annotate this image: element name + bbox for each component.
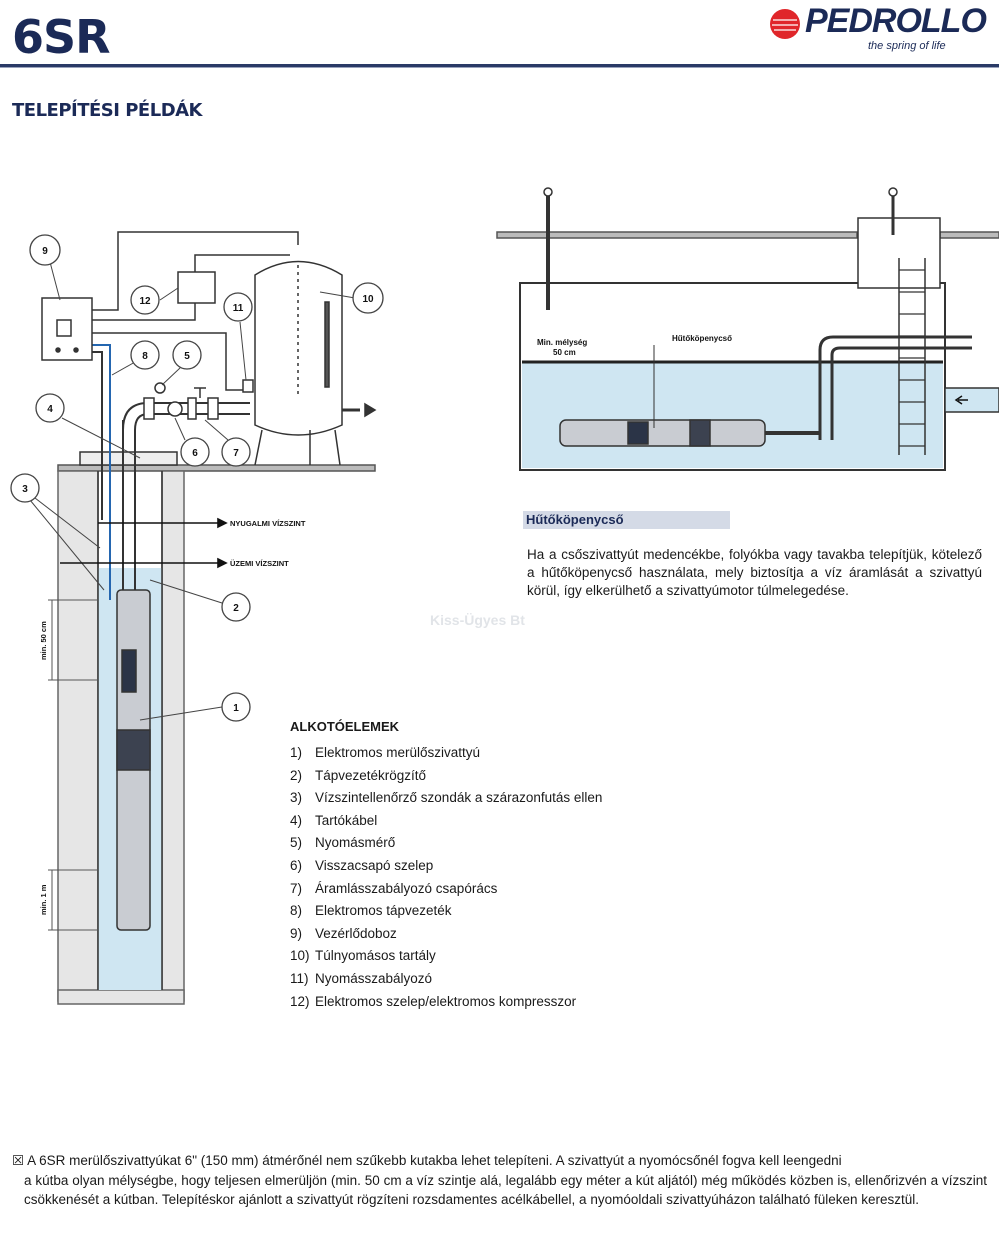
- item-label: Nyomásmérő: [315, 835, 396, 851]
- min-depth-label-1: Min. mélység: [537, 338, 587, 347]
- pedrollo-logo: [770, 9, 800, 39]
- callout-11: 11: [233, 303, 244, 314]
- item-number: 1): [290, 745, 303, 760]
- watermark: Kiss-Ügyes Bt: [430, 612, 525, 628]
- item-number: 2): [290, 767, 303, 783]
- list-item: 10) Túlnyomásos tartály: [290, 945, 602, 968]
- item-label: Vízszintellenőrző szondák a szárazonfutá…: [315, 790, 603, 806]
- item-number: 10): [290, 948, 310, 964]
- list-item: 6) Visszacsapó szelep: [290, 855, 602, 878]
- item-label: Tápvezetékrögzítő: [315, 767, 427, 783]
- item-number: 4): [290, 812, 303, 828]
- note-line-1: A 6SR merülőszivattyúkat 6" (150 mm) átm…: [27, 1153, 842, 1168]
- section-title: TELEPÍTÉSI PÉLDÁK: [12, 100, 203, 121]
- item-label: Elektromos tápvezeték: [315, 903, 452, 919]
- checkbox-bullet-icon: ☒: [12, 1153, 25, 1168]
- item-number: 5): [290, 835, 303, 851]
- parts-heading: ALKOTÓELEMEK: [290, 719, 400, 734]
- list-item: 12) Elektromos szelep/elektromos kompress…: [290, 991, 602, 1014]
- logo-wordmark: PEDROLLO: [805, 2, 987, 40]
- cooling-sleeve-heading: Hűtőköpenycső: [523, 511, 730, 529]
- list-item: 3) Vízszintellenőrző szondák a szárazonfu…: [290, 787, 602, 810]
- dynamic-level-label: ÜZEMI VÍZSZINT: [230, 559, 289, 568]
- static-level-label: NYUGALMI VÍZSZINT: [230, 519, 306, 528]
- note-rest: a kútba olyan mélységbe, hogy teljesen e…: [24, 1172, 987, 1208]
- item-number: 7): [290, 880, 303, 896]
- item-number: 9): [290, 925, 303, 941]
- item-number: 8): [290, 903, 303, 919]
- installation-note: ☒ A 6SR merülőszivattyúkat 6" (150 mm) á…: [12, 1151, 987, 1210]
- cooling-sleeve-text: Ha a csőszivattyút medencékbe, folyókba …: [527, 547, 982, 598]
- item-label: Nyomásszabályozó: [315, 970, 433, 986]
- list-item: 1) Elektromos merülőszivattyú: [290, 742, 602, 765]
- callout-1: 1: [233, 703, 239, 714]
- list-item: 5) Nyomásmérő: [290, 832, 602, 855]
- list-item: 7) Áramlásszabályozó csapórács: [290, 878, 602, 901]
- callout-9: 9: [42, 246, 48, 257]
- list-item: 11) Nyomásszabályozó: [290, 968, 602, 991]
- item-label: Vezérlődoboz: [315, 925, 397, 941]
- basin-installation-diagram: Min. mélység 50 cm Hűtőköpenycső: [496, 187, 999, 471]
- callout-10: 10: [362, 294, 374, 305]
- sleeve-label: Hűtőköpenycső: [672, 334, 732, 343]
- list-item: 4) Tartókábel: [290, 810, 602, 833]
- parts-list: 1) Elektromos merülőszivattyú 2) Tápvezeté…: [290, 742, 602, 1013]
- item-label: Túlnyomásos tartály: [315, 948, 436, 964]
- min-bottom-label: min. 1 m: [39, 884, 48, 915]
- item-label: Elektromos merülőszivattyú: [315, 745, 481, 760]
- min-depth-label-2: 50 cm: [553, 348, 576, 357]
- callout-6: 6: [192, 448, 198, 459]
- logo-sun-icon: [770, 9, 800, 39]
- item-label: Tartókábel: [315, 812, 378, 828]
- item-number: 11): [290, 970, 309, 986]
- callout-8: 8: [142, 351, 148, 362]
- callout-2: 2: [233, 603, 239, 614]
- callout-5: 5: [184, 351, 190, 362]
- page-title: 6SR: [12, 10, 111, 64]
- item-label: Visszacsapó szelep: [315, 857, 434, 873]
- item-label: Áramlásszabályozó csapórács: [315, 880, 498, 896]
- min-depth-label: min. 50 cm: [39, 621, 48, 660]
- callout-12: 12: [139, 296, 151, 307]
- callout-7: 7: [233, 448, 239, 459]
- list-item: 8) Elektromos tápvezeték: [290, 900, 602, 923]
- logo-tagline: the spring of life: [868, 40, 946, 52]
- well-installation-diagram: 9 12 10 11 8 5 4 6 7 3 2 1 NYUGALMI VÍZS…: [10, 231, 384, 1005]
- item-label: Elektromos szelep/elektromos kompresszor: [315, 993, 577, 1009]
- callout-3: 3: [22, 484, 28, 495]
- item-number: 3): [290, 790, 303, 806]
- list-item: 2) Tápvezetékrögzítő: [290, 765, 602, 788]
- callout-4: 4: [47, 404, 53, 415]
- header-divider: [0, 64, 999, 68]
- item-number: 6): [290, 857, 303, 873]
- item-number: 12): [290, 993, 310, 1009]
- list-item: 9) Vezérlődoboz: [290, 923, 602, 946]
